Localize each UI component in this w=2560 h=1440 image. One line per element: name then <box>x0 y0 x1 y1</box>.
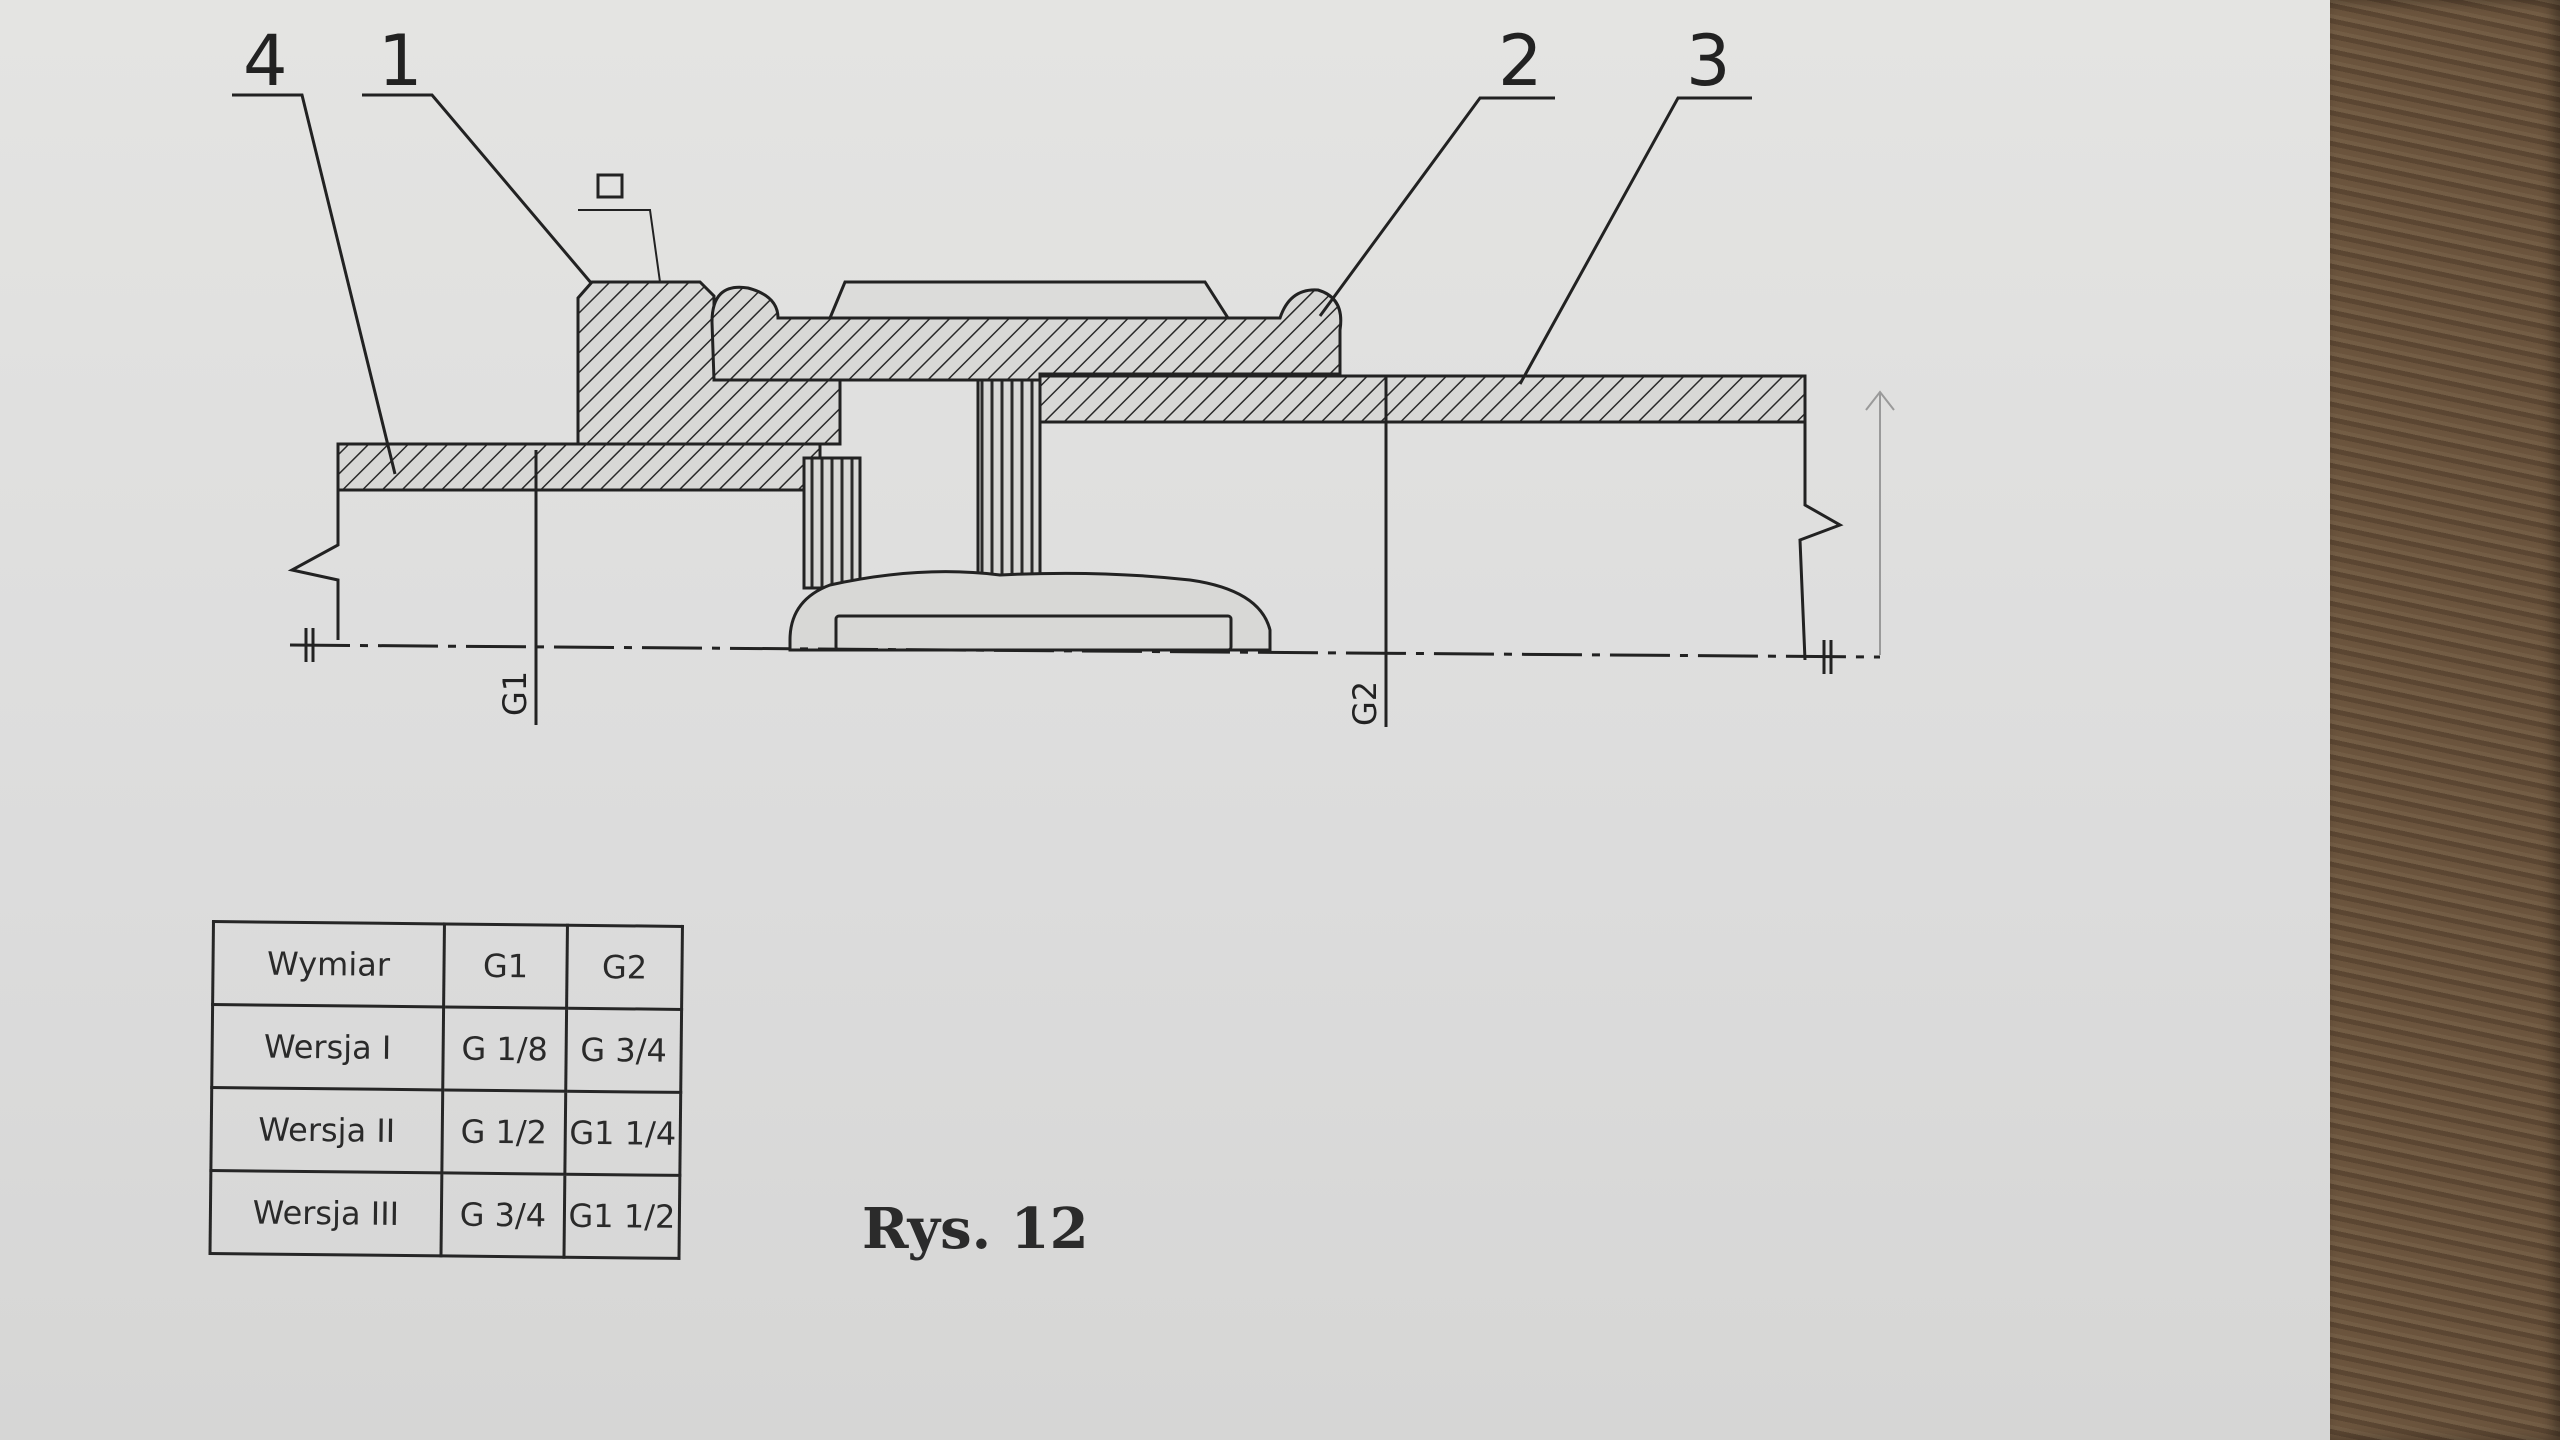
paper-sheet <box>0 0 2350 1440</box>
table-cell: G1 1/4 <box>564 1091 681 1176</box>
pencil-arrow-head <box>1865 390 1895 411</box>
table-cell: Wersja II <box>210 1087 443 1173</box>
table-cell: G 3/4 <box>440 1172 565 1258</box>
square-symbol <box>596 173 624 199</box>
table-cell: G 1/8 <box>442 1006 567 1092</box>
part-label-3: 3 <box>1686 20 1731 102</box>
part-label-1: 1 <box>378 20 423 102</box>
table-row: Wersja II G 1/2 G1 1/4 <box>210 1087 681 1176</box>
table-header-cell: G1 <box>443 923 568 1009</box>
fabric-background <box>2330 0 2560 1440</box>
dimension-label-g1: G1 <box>496 671 534 716</box>
table-cell: Wersja I <box>211 1004 444 1090</box>
leader-4 <box>232 93 397 475</box>
part-label-4: 4 <box>243 20 288 102</box>
table-header-row: Wymiar G1 G2 <box>212 921 683 1010</box>
table-header-cell: G2 <box>566 925 683 1010</box>
inner-ribs-right <box>976 378 1042 582</box>
table-cell: G1 1/2 <box>563 1174 680 1259</box>
table-cell: Wersja III <box>210 1170 442 1256</box>
table-cell: G 1/2 <box>441 1089 566 1175</box>
part-3-pipe-wall <box>1038 374 1807 424</box>
inner-slot <box>834 614 1233 652</box>
part-1-nut <box>576 280 842 446</box>
table-row: Wersja III G 3/4 G1 1/2 <box>210 1170 680 1259</box>
dimension-table: Wymiar G1 G2 Wersja I G 1/8 G 3/4 Wersja… <box>208 920 683 1260</box>
inner-ribs-left <box>802 456 862 590</box>
leader-1 <box>362 93 594 285</box>
dimension-label-g2: G2 <box>1346 681 1384 726</box>
table-row: Wersja I G 1/8 G 3/4 <box>211 1004 682 1093</box>
square-symbol-leader <box>578 209 661 283</box>
left-break-line <box>287 490 340 640</box>
leader-2 <box>1318 96 1555 317</box>
table-header-cell: Wymiar <box>212 921 445 1007</box>
fitting-top-flat <box>827 280 1231 320</box>
centerline <box>289 643 1881 659</box>
part-4-pipe-wall <box>336 442 822 492</box>
part-2-fitting <box>710 285 1343 424</box>
leader-3 <box>1518 96 1752 385</box>
part-label-2: 2 <box>1498 20 1543 102</box>
table-cell: G 3/4 <box>565 1008 682 1093</box>
figure-caption: Rys. 12 <box>862 1196 1089 1262</box>
right-break-line <box>1798 422 1844 661</box>
